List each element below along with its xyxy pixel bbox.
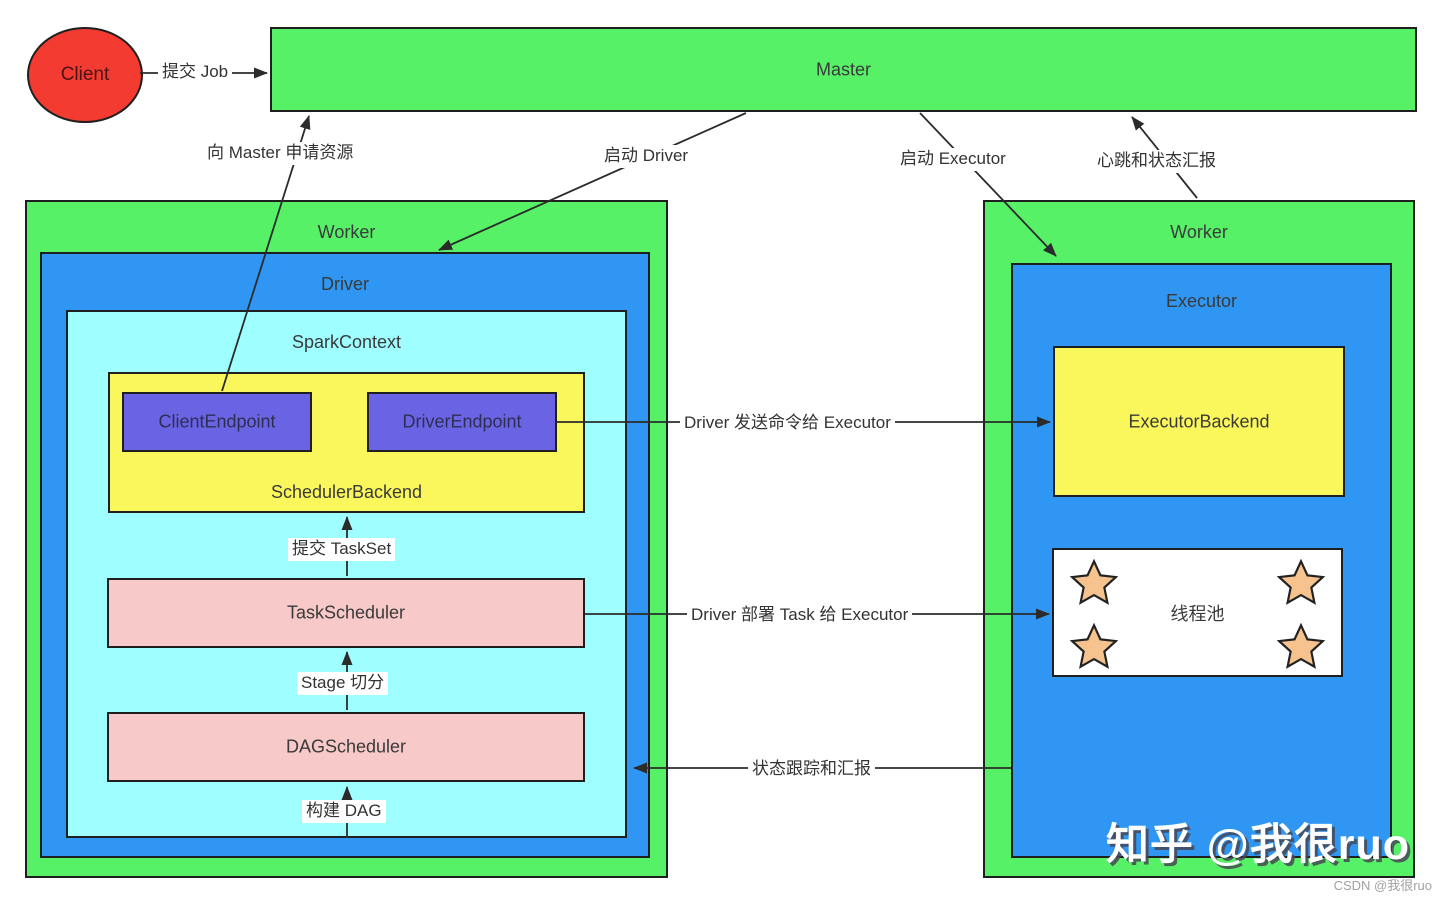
edge-label-launch-executor: 启动 Executor [896, 148, 1010, 171]
edge-label-deploy-task: Driver 部署 Task 给 Executor [687, 604, 913, 627]
executor-label: Executor [1165, 291, 1238, 311]
edge-label-build-dag: 构建 DAG [302, 800, 386, 823]
client-node: Client [27, 27, 143, 123]
star-icon [1277, 559, 1325, 605]
worker-left-label: Worker [317, 222, 376, 242]
task-scheduler-node: TaskScheduler [107, 578, 585, 648]
star-icon [1277, 623, 1325, 669]
edge-label-launch-driver: 启动 Driver [600, 145, 693, 168]
edge-label-submit-taskset: 提交 TaskSet [288, 538, 396, 561]
driver-endpoint-node: DriverEndpoint [367, 392, 557, 452]
edge-label-submit-job: 提交 Job [158, 61, 233, 84]
worker-right-label: Worker [1170, 222, 1228, 242]
master-label: Master [815, 59, 871, 79]
client-label: Client [60, 64, 110, 85]
dag-scheduler-node: DAGScheduler [107, 712, 585, 782]
executor-backend-node: ExecutorBackend [1053, 346, 1345, 497]
spark-context-label: SparkContext [291, 332, 402, 352]
client-endpoint-label: ClientEndpoint [158, 411, 276, 432]
star-icon [1070, 559, 1118, 605]
zhihu-watermark: 知乎 @我很ruo [1105, 821, 1410, 869]
edge-label-heartbeat: 心跳和状态汇报 [1093, 150, 1220, 173]
client-endpoint-node: ClientEndpoint [122, 392, 312, 452]
dag-scheduler-label: DAGScheduler [285, 736, 407, 757]
driver-endpoint-label: DriverEndpoint [402, 411, 522, 432]
executor-backend-label: ExecutorBackend [1128, 411, 1270, 431]
scheduler-backend-label: SchedulerBackend [270, 482, 423, 502]
thread-pool-node: 线程池 [1052, 548, 1343, 677]
edge-label-request-resources: 向 Master 申请资源 [203, 142, 358, 165]
star-icon [1070, 623, 1118, 669]
edge-label-status-tracking: 状态跟踪和汇报 [748, 758, 875, 781]
master-node: Master [270, 27, 1417, 112]
edge-label-stage-split: Stage 切分 [297, 672, 389, 695]
task-scheduler-label: TaskScheduler [286, 602, 406, 623]
thread-pool-label: 线程池 [1170, 603, 1225, 624]
driver-label: Driver [321, 274, 369, 294]
edge-label-send-commands: Driver 发送命令给 Executor [680, 412, 895, 435]
csdn-watermark: CSDN @我很ruo [1333, 878, 1432, 893]
